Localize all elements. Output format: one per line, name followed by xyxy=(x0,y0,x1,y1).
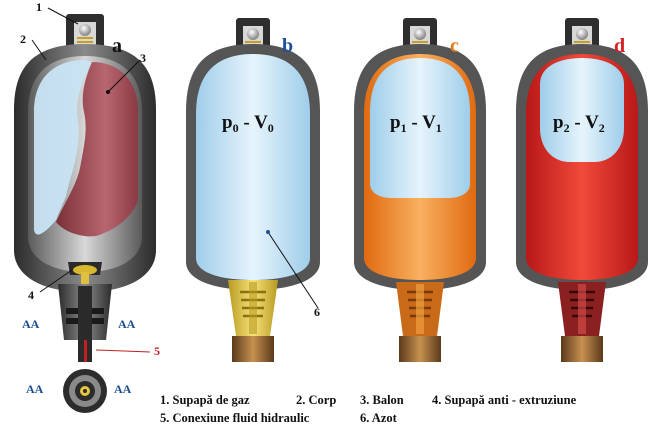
bladder-a xyxy=(56,62,138,237)
callout-labels: 1 2 3 4 5 6 xyxy=(20,0,320,358)
section-marks: AA AA AA AA xyxy=(22,317,136,396)
legend-item-5: 5. Conexiune fluid hidraulic xyxy=(160,411,310,425)
panel-d xyxy=(516,18,648,362)
legend: 1. Supapă de gaz 2. Corp 3. Balon 4. Sup… xyxy=(160,393,577,425)
callout-3: 3 xyxy=(140,51,146,65)
panel-b xyxy=(186,18,320,362)
fluid-port-c xyxy=(399,336,441,362)
panel-letter-a: a xyxy=(112,35,122,57)
nitrogen-d xyxy=(540,58,624,162)
callout-1: 1 xyxy=(36,0,42,14)
panel-letter-c: c xyxy=(450,35,459,57)
section-mark-right-top: AA xyxy=(118,317,136,331)
section-mark-left-bottom: AA xyxy=(26,382,44,396)
legend-item-3: 3. Balon xyxy=(360,393,404,407)
state-label-b: p0 - V0 xyxy=(222,112,274,135)
callout-2: 2 xyxy=(20,32,26,46)
legend-item-1: 1. Supapă de gaz xyxy=(160,393,250,407)
state-label-c: p1 - V1 xyxy=(390,112,442,135)
section-mark-right-bottom: AA xyxy=(114,382,132,396)
legend-item-4: 4. Supapă anti - extruziune xyxy=(432,393,577,407)
panel-letter-d: d xyxy=(614,35,625,57)
state-labels: p0 - V0 p1 - V1 p2 - V2 xyxy=(222,112,605,135)
callout-6: 6 xyxy=(314,305,320,319)
panel-a xyxy=(14,14,156,413)
nitrogen-b xyxy=(196,54,310,280)
leader-lines xyxy=(31,7,319,353)
legend-item-6: 6. Azot xyxy=(360,411,398,425)
state-label-d: p2 - V2 xyxy=(553,112,605,135)
callout-4: 4 xyxy=(28,288,34,302)
nitrogen-c xyxy=(370,58,470,198)
panel-letters: a b c d xyxy=(112,35,625,57)
section-mark-left-top: AA xyxy=(22,317,40,331)
callout-5: 5 xyxy=(154,344,160,358)
section-view-aa xyxy=(63,369,107,413)
gas-valve-ball-a xyxy=(79,24,91,36)
panel-c xyxy=(354,18,486,362)
panel-letter-b: b xyxy=(282,35,293,57)
fluid-port-d xyxy=(561,336,603,362)
fluid-port-b xyxy=(232,336,274,362)
legend-item-2: 2. Corp xyxy=(296,393,336,407)
